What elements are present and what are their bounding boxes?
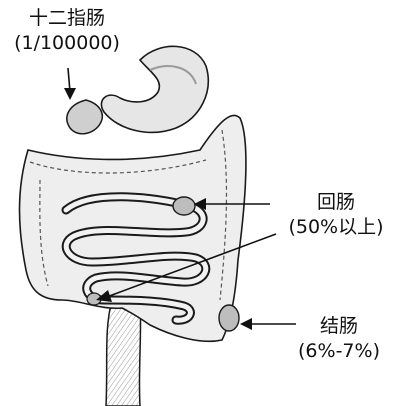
duodenum-ratio: (1/100000) xyxy=(2,31,132,56)
duodenum-label: 十二指肠 (1/100000) xyxy=(2,6,132,56)
pointer-duodenum xyxy=(64,68,76,100)
stomach xyxy=(101,46,208,132)
colon-ratio: (6%-7%) xyxy=(282,339,396,364)
colon-label: 结肠 (6%-7%) xyxy=(282,314,396,364)
ileum-label: 回肠 (50%以上) xyxy=(276,190,396,240)
ileum-name: 回肠 xyxy=(276,190,396,215)
colon-name: 结肠 xyxy=(282,314,396,339)
duodenum xyxy=(67,100,102,134)
duodenum-name: 十二指肠 xyxy=(2,6,132,31)
colon-segment xyxy=(219,305,239,331)
ileum-ratio: (50%以上) xyxy=(276,215,396,240)
ileum-segment xyxy=(173,197,195,215)
